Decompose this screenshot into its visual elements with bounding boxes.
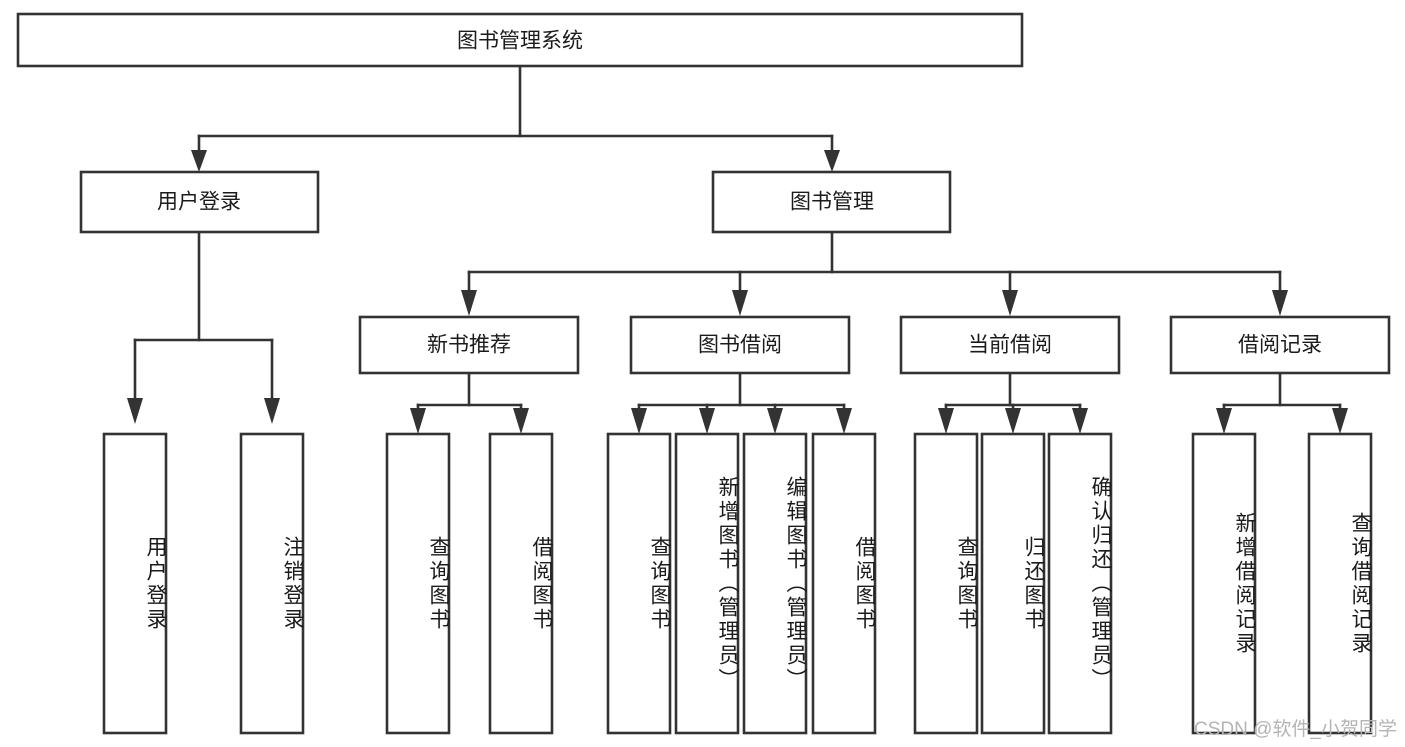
arrow-to-book-borrow	[732, 290, 748, 316]
connector-group	[127, 64, 1348, 434]
node-book-management-box[interactable]	[711, 170, 952, 234]
leaf-box-bb-edit-book[interactable]	[742, 432, 808, 735]
leaf-box-nb-query-book[interactable]	[385, 432, 451, 735]
node-borrow-record-label: 借阅记录	[1238, 334, 1322, 357]
arrow-bookborrow-leaf-4	[836, 408, 852, 434]
arrow-userlogin-leaf-1	[127, 398, 143, 424]
node-current-borrow-box[interactable]	[899, 315, 1121, 375]
node-new-book-recommend-label: 新书推荐	[427, 334, 511, 357]
node-root[interactable]: 图书管理系统	[16, 12, 1024, 68]
leaf-box-cb-return-book[interactable]	[980, 432, 1046, 735]
node-book-borrow-label: 图书借阅	[698, 334, 782, 357]
node-book-management-label: 图书管理	[790, 191, 874, 214]
node-new-book-recommend[interactable]: 新书推荐	[358, 315, 580, 375]
arrow-to-new-book	[461, 290, 477, 316]
node-borrow-record[interactable]: 借阅记录	[1169, 315, 1391, 375]
leaf-box-cb-query-book[interactable]	[913, 432, 979, 735]
node-user-login-box[interactable]	[79, 170, 320, 234]
arrow-borrowrecord-leaf-2	[1332, 408, 1348, 434]
node-book-borrow[interactable]: 图书借阅	[629, 315, 851, 375]
node-new-book-recommend-box[interactable]	[358, 315, 580, 375]
node-borrow-record-box[interactable]	[1169, 315, 1391, 375]
node-user-login-label: 用户登录	[157, 191, 241, 214]
leaf-box-br-add-record[interactable]	[1191, 432, 1257, 735]
leaf-box-user-login[interactable]	[102, 432, 168, 735]
arrow-userlogin-leaf-2	[264, 398, 280, 424]
node-book-borrow-box[interactable]	[629, 315, 851, 375]
arrow-borrowrecord-leaf-1	[1216, 408, 1232, 434]
csdn-watermark: CSDN @软件_小贺同学	[1194, 719, 1397, 740]
arrow-currentborrow-leaf-1	[938, 408, 954, 434]
node-root-label: 图书管理系统	[457, 30, 583, 53]
arrow-to-borrow-record	[1272, 290, 1288, 316]
node-current-borrow-label: 当前借阅	[968, 334, 1052, 357]
node-current-borrow[interactable]: 当前借阅	[899, 315, 1121, 375]
leaf-box-user-logout[interactable]	[239, 432, 305, 735]
arrow-bookborrow-leaf-1	[631, 408, 647, 434]
arrow-to-user-login	[191, 150, 207, 172]
leaf-box-cb-confirm-return[interactable]	[1047, 432, 1113, 735]
node-book-management[interactable]: 图书管理	[711, 170, 952, 234]
arrow-newbook-leaf-1	[410, 408, 426, 434]
leaf-box-br-query-record[interactable]	[1307, 432, 1373, 735]
arrow-to-current-borrow	[1002, 290, 1018, 316]
arrow-newbook-leaf-2	[513, 408, 529, 434]
leaf-box-bb-borrow-book[interactable]	[811, 432, 877, 735]
node-root-box[interactable]	[16, 12, 1024, 68]
node-user-login[interactable]: 用户登录	[79, 170, 320, 234]
arrow-currentborrow-leaf-2	[1005, 408, 1021, 434]
leaf-box-nb-borrow-book[interactable]	[488, 432, 554, 735]
leaf-box-bb-add-book[interactable]	[674, 432, 740, 735]
arrow-bookborrow-leaf-3	[767, 408, 783, 434]
arrow-currentborrow-leaf-3	[1072, 408, 1088, 434]
leaf-box-bb-query-book[interactable]	[606, 432, 672, 735]
arrow-to-book-mgmt	[824, 150, 840, 172]
arrow-bookborrow-leaf-2	[699, 408, 715, 434]
